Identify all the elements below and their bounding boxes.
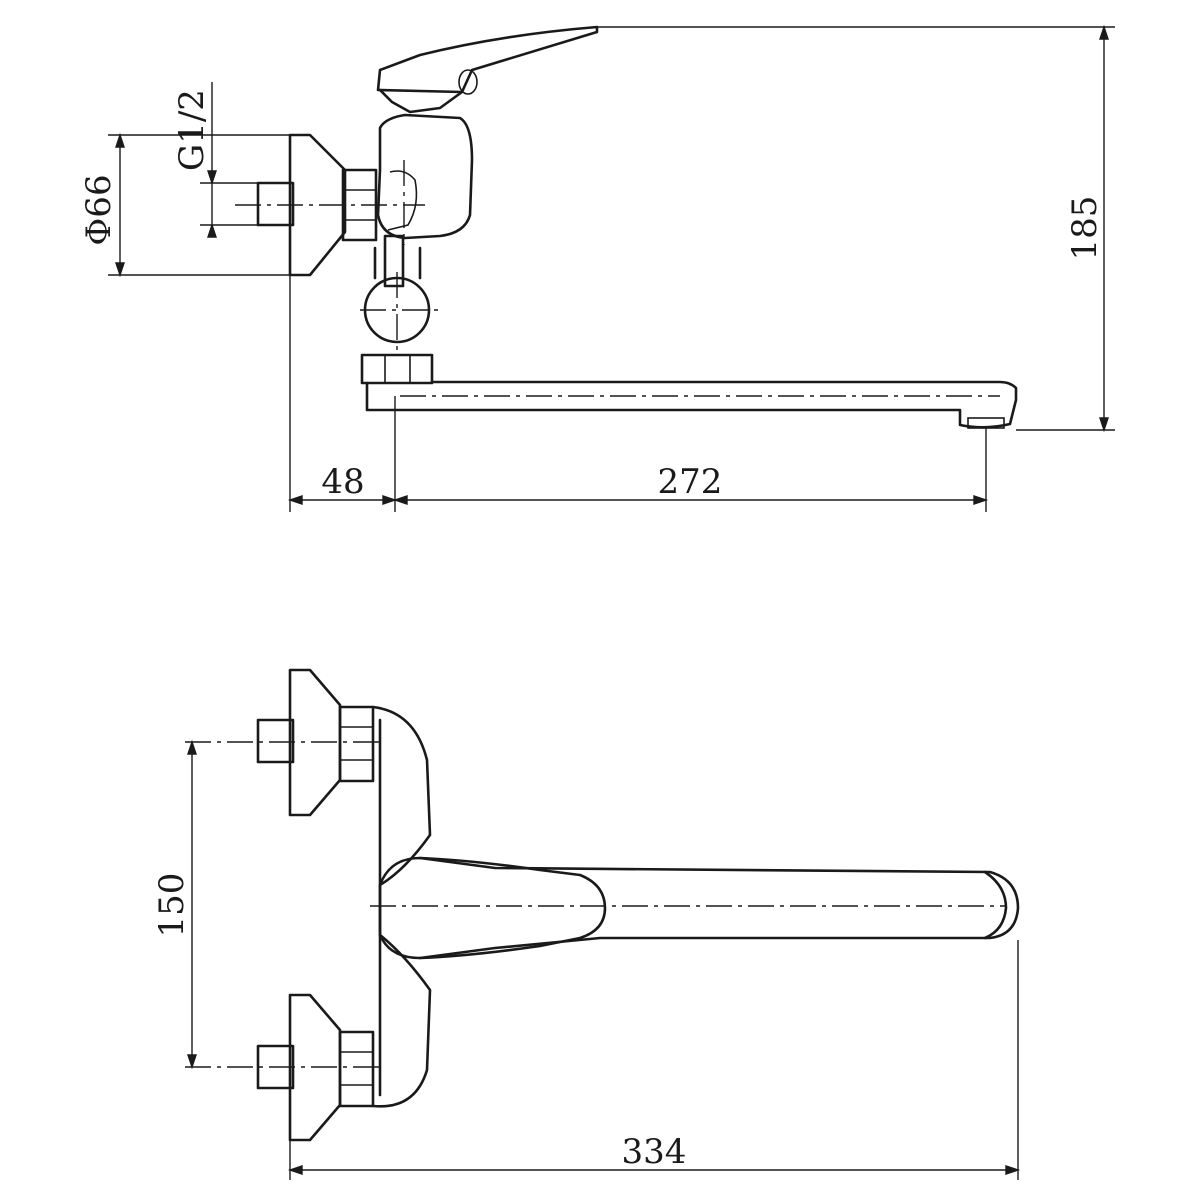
- side-hex-nut: [341, 168, 378, 242]
- side-inlet-pipe: [256, 181, 295, 227]
- label-spout-reach: 272: [658, 462, 723, 502]
- top-hex-nut-upper: [338, 705, 375, 783]
- top-hex-nut-lower: [338, 1030, 375, 1108]
- label-flange-diameter: Φ66: [79, 174, 119, 245]
- label-inlet-spacing: 150: [152, 873, 192, 938]
- label-height: 185: [1065, 196, 1105, 261]
- dim-inlet-spacing: 150: [152, 739, 197, 1070]
- side-swivel-nut: [360, 353, 434, 385]
- dim-reach: 48 272: [287, 275, 989, 512]
- label-wall-offset: 48: [321, 462, 364, 502]
- side-mixer-body: [376, 113, 474, 240]
- dim-flange-diameter: Φ66: [79, 132, 290, 278]
- side-spout: [365, 380, 1018, 429]
- side-view: Φ66 G1/2 185 48 272: [79, 24, 1115, 512]
- label-overall-length: 334: [622, 1132, 687, 1172]
- dim-thread: G1/2: [172, 82, 258, 238]
- dim-overall-length: 334: [287, 940, 1021, 1180]
- label-thread: G1/2: [172, 89, 212, 171]
- side-handle-lever: [376, 25, 599, 94]
- side-diverter-stem: [383, 234, 405, 288]
- top-view: 150 334: [152, 668, 1021, 1180]
- dim-height: 185: [597, 24, 1115, 433]
- top-handle-spout: [378, 856, 1020, 960]
